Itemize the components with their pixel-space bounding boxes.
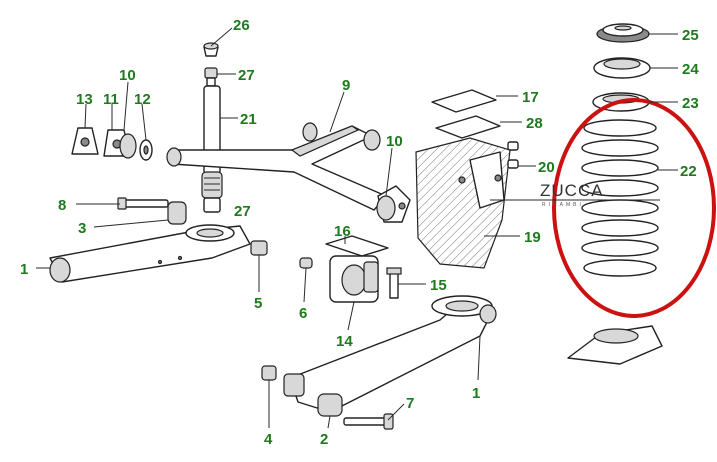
callout-6: 6 — [299, 305, 307, 322]
callout-9: 9 — [342, 77, 350, 94]
part-bump-stop-cap — [203, 42, 219, 57]
part-pivot-bolt — [117, 197, 169, 210]
highlight-ring — [552, 98, 716, 318]
part-stud-20 — [507, 141, 519, 169]
part-nut-5 — [250, 240, 268, 256]
part-upper-trailing-arm — [166, 125, 387, 211]
part-bushing-bracket-left — [103, 129, 137, 159]
callout-16: 16 — [334, 223, 351, 240]
part-washer-left — [139, 139, 153, 161]
part-bolt-7 — [343, 413, 394, 430]
callout-17: 17 — [522, 89, 539, 106]
watermark-logo: ZUCCA RICAMBI — [490, 181, 660, 208]
part-bushing-bracket-right — [376, 185, 411, 223]
callout-labels: 26 27 21 9 13 11 10 12 10 27 8 3 1 5 6 1… — [20, 17, 699, 448]
callout-24: 24 — [682, 61, 699, 78]
callout-1-upper: 1 — [20, 261, 28, 278]
callout-20: 20 — [538, 159, 555, 176]
part-spring-top-mount — [596, 23, 650, 43]
watermark-subtitle: RICAMBI — [542, 202, 584, 208]
callout-10-right: 10 — [386, 133, 403, 150]
part-stud-15 — [386, 267, 402, 299]
callout-12: 12 — [134, 91, 151, 108]
part-shock-absorber — [201, 85, 223, 213]
callout-3: 3 — [78, 220, 86, 237]
part-spring-lower-seat — [567, 325, 663, 365]
callout-19: 19 — [524, 229, 541, 246]
callout-23: 23 — [682, 95, 699, 112]
part-coil-spring — [581, 119, 659, 277]
watermark-brand: ZUCCA — [540, 181, 604, 200]
callout-27-top: 27 — [238, 67, 255, 84]
part-arm-bushing — [167, 201, 187, 225]
callout-28: 28 — [526, 115, 543, 132]
callout-4: 4 — [264, 431, 273, 448]
callout-26: 26 — [233, 17, 250, 34]
leader-lines — [36, 27, 678, 429]
callout-14: 14 — [336, 333, 353, 350]
part-shim-28 — [435, 115, 501, 139]
part-bracket-plate-left — [71, 127, 99, 155]
callout-25: 25 — [682, 27, 699, 44]
part-bushing-upper-right — [302, 122, 381, 151]
part-shim-17 — [431, 89, 497, 113]
part-clamp-16 — [325, 235, 389, 257]
part-lower-control-arm-lower — [283, 295, 497, 413]
part-shock-top-nut — [204, 67, 218, 87]
part-bushing-2 — [317, 393, 343, 417]
part-subframe-mount — [415, 137, 511, 269]
callout-5: 5 — [254, 295, 262, 312]
callout-1-lower: 1 — [472, 385, 480, 402]
callout-22: 22 — [680, 163, 697, 180]
callout-21: 21 — [240, 111, 257, 128]
callout-7: 7 — [406, 395, 414, 412]
callout-2: 2 — [320, 431, 328, 448]
callout-8: 8 — [58, 197, 66, 214]
callout-27-bottom: 27 — [234, 203, 251, 220]
part-spring-upper-seat — [593, 57, 651, 79]
part-lower-control-arm-upper — [49, 224, 251, 283]
callout-15: 15 — [430, 277, 447, 294]
callout-11: 11 — [103, 91, 119, 108]
callout-13: 13 — [76, 91, 93, 108]
callout-10-left: 10 — [119, 67, 136, 84]
part-anti-roll-bushing — [329, 255, 379, 303]
part-nut-4 — [261, 365, 277, 381]
part-small-nut-6 — [299, 257, 313, 269]
